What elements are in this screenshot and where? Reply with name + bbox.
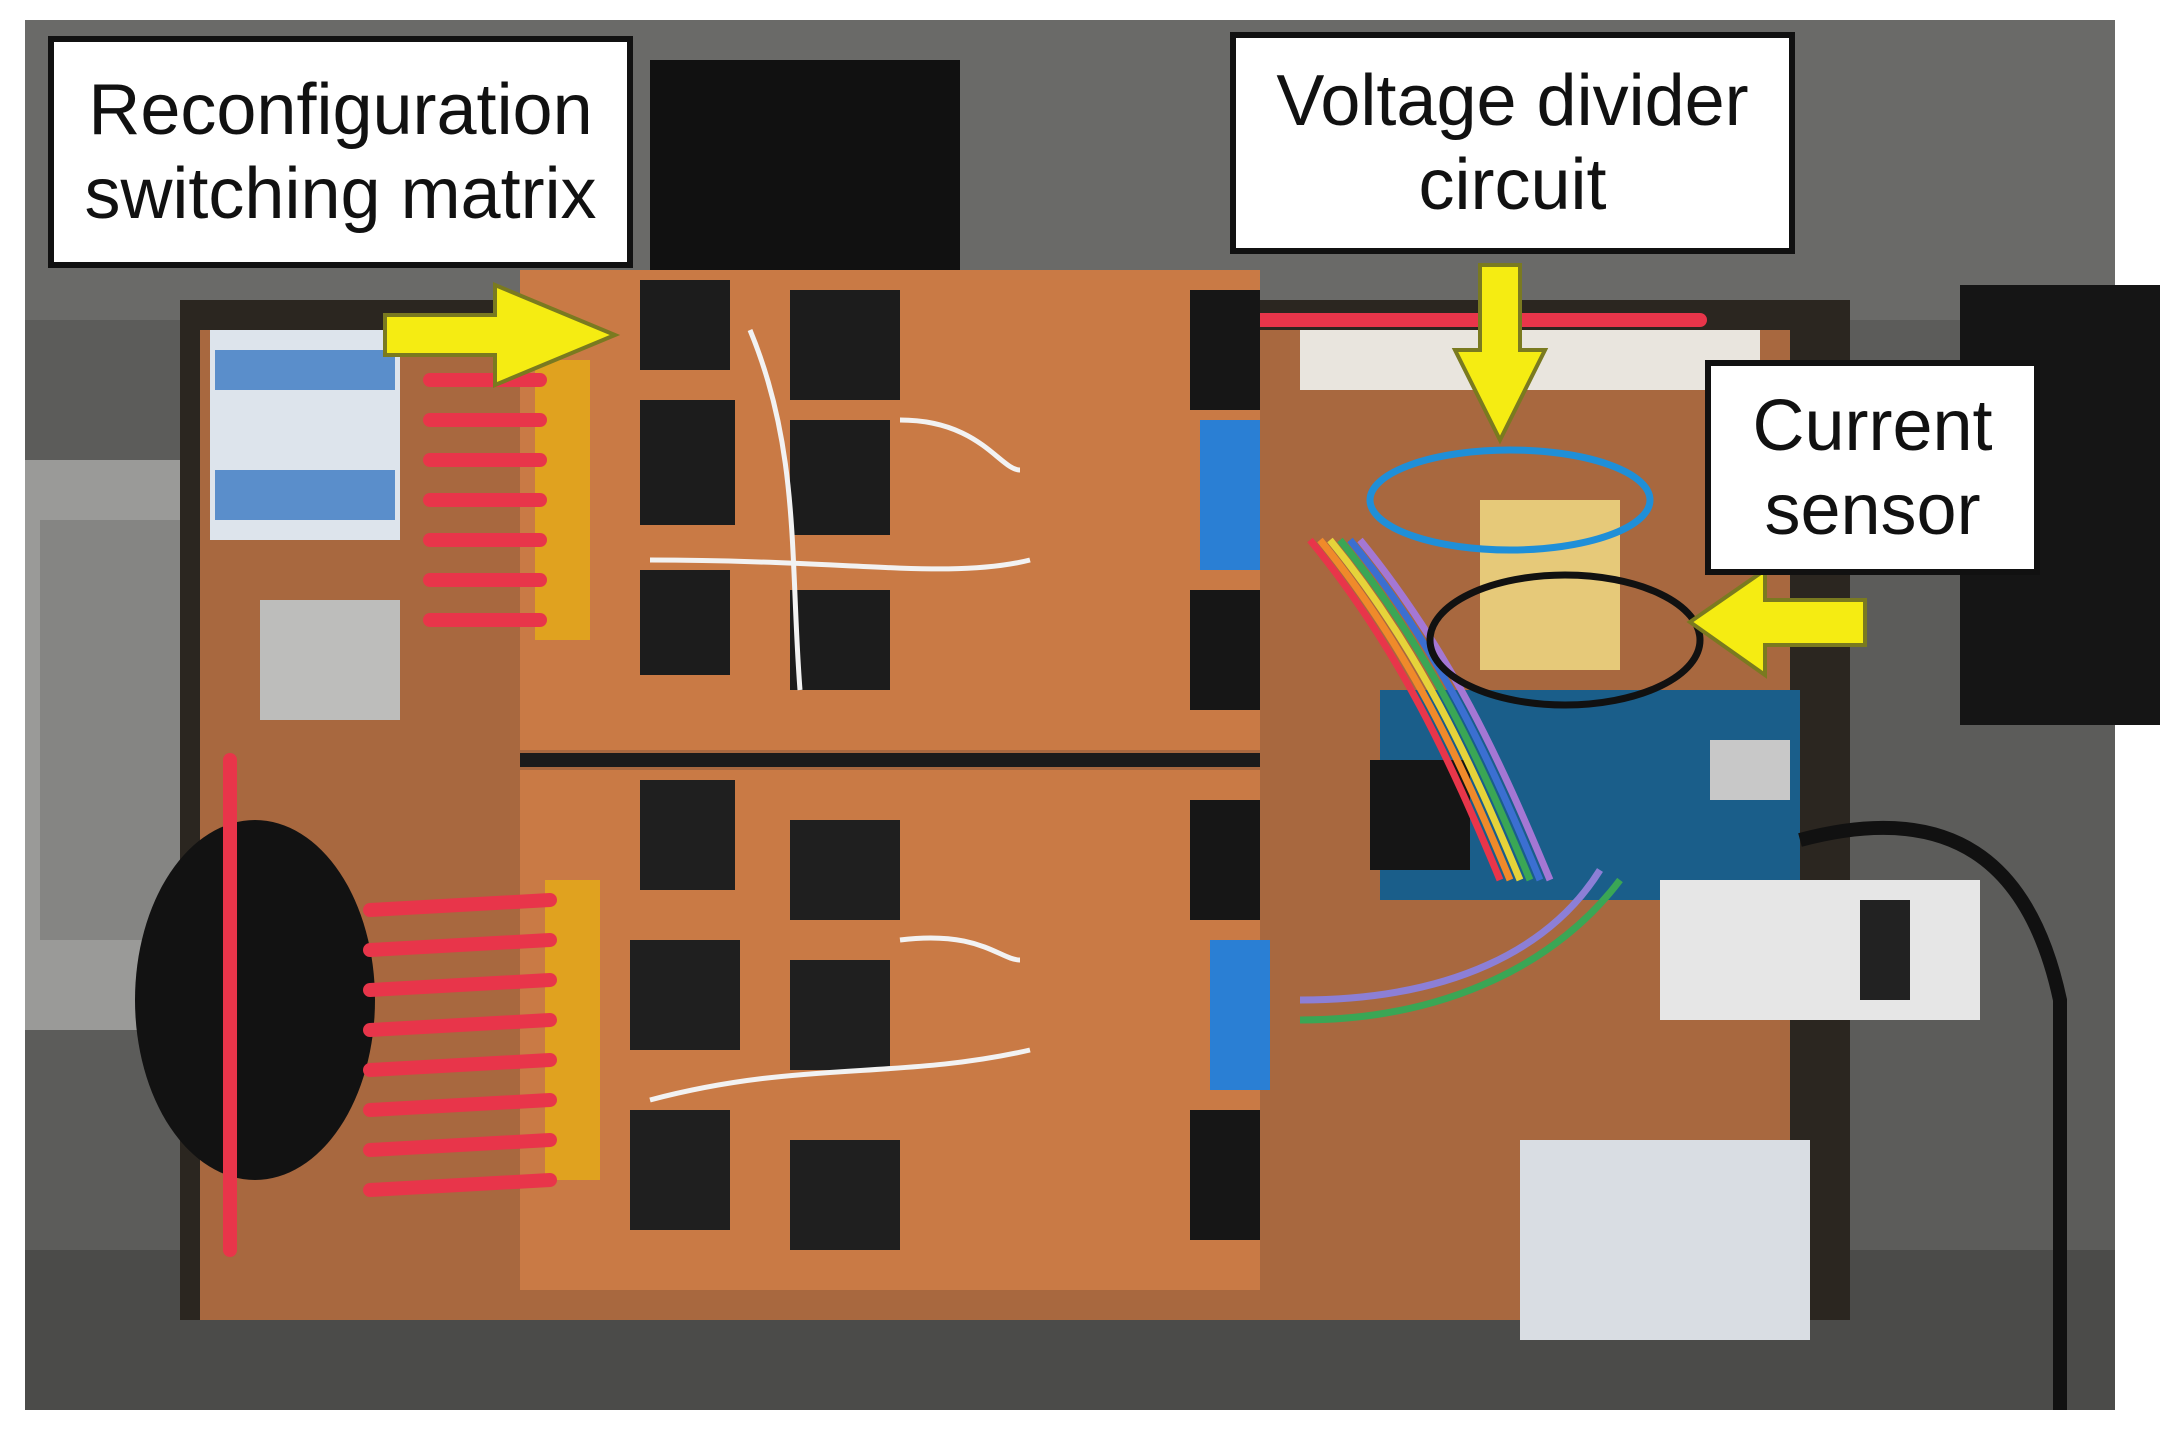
relays-bottom xyxy=(630,780,900,1250)
current-sensor-highlight xyxy=(1426,571,1704,709)
label-voltage-divider: Voltage divider circuit xyxy=(1230,32,1795,254)
arrow-to-voltage-divider xyxy=(1451,263,1549,445)
arrow-to-current-sensor xyxy=(1686,566,1867,679)
din-terminal-block-bottom xyxy=(1520,1140,1810,1340)
relays-top xyxy=(640,280,900,690)
label-switching-matrix-line2: switching matrix xyxy=(84,154,597,234)
label-voltage-divider-line1: Voltage divider xyxy=(1276,61,1749,141)
voltage-divider-highlight xyxy=(1366,446,1654,554)
screw-terminals xyxy=(1190,290,1260,1240)
label-voltage-divider-line2: circuit xyxy=(1418,145,1607,225)
label-switching-matrix-line1: Reconfiguration xyxy=(88,70,593,150)
arrow-to-switching-matrix xyxy=(383,282,621,388)
label-switching-matrix: Reconfiguration switching matrix xyxy=(48,36,633,268)
cooling-fan-top xyxy=(650,60,960,280)
label-current-sensor: Current sensor xyxy=(1705,360,2040,575)
label-current-sensor-line2: sensor xyxy=(1764,469,1981,550)
cooling-fan-left xyxy=(135,820,375,1180)
circuit-breaker xyxy=(1660,880,1980,1020)
label-current-sensor-line1: Current xyxy=(1752,385,1993,466)
